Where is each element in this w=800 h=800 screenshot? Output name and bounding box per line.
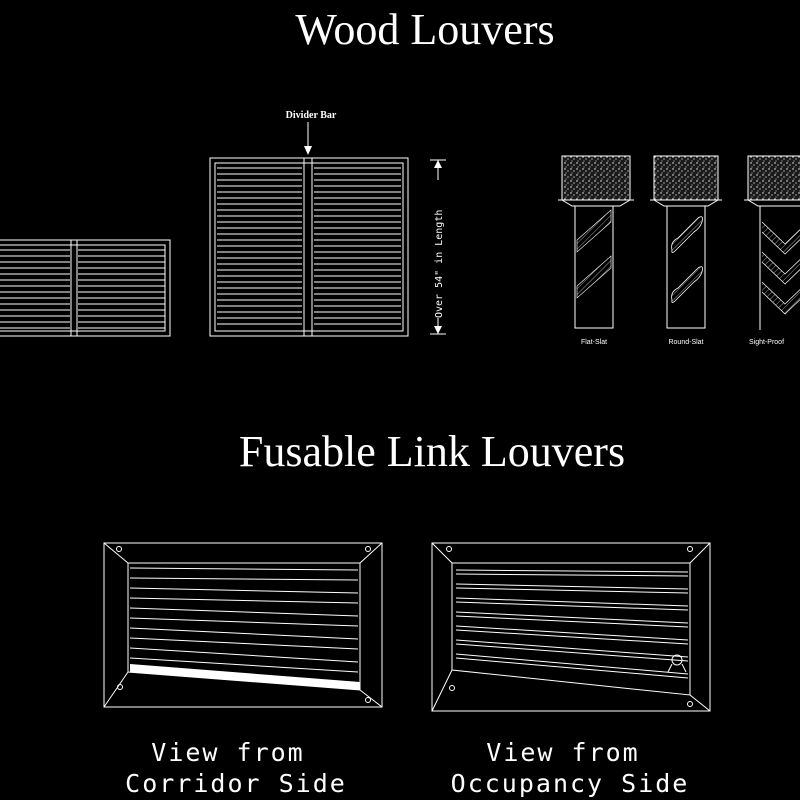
louver-blade bbox=[129, 587, 359, 594]
sight-proof-section bbox=[744, 155, 800, 330]
wood-louver-left bbox=[0, 239, 171, 337]
divider-bar-label: Divider Bar bbox=[286, 110, 337, 121]
louver-blade bbox=[129, 627, 359, 640]
louver-blade bbox=[455, 643, 689, 662]
louver-blade bbox=[455, 629, 689, 645]
fusable-louver-occupancy bbox=[431, 542, 711, 712]
louver-blade bbox=[455, 587, 689, 594]
louver-blade bbox=[129, 607, 359, 617]
corridor-caption-line2: Corridor Side bbox=[125, 769, 347, 798]
sight-proof-label: Sight-Proof bbox=[749, 339, 784, 346]
length-dimension-label: Over 54" in Length bbox=[434, 210, 445, 318]
louver-blade bbox=[129, 657, 359, 673]
divider-arrow bbox=[304, 122, 312, 155]
occupancy-caption-line2: Occupancy Side bbox=[451, 769, 690, 798]
louver-blade bbox=[129, 597, 359, 604]
louver-blade bbox=[455, 615, 689, 628]
wood-louvers-title: Wood Louvers bbox=[295, 5, 554, 54]
wood-louver-tall bbox=[209, 157, 409, 337]
louver-blade bbox=[455, 611, 689, 624]
louver-blade bbox=[455, 653, 689, 675]
louver-blade bbox=[129, 637, 359, 650]
round-slat-section bbox=[650, 155, 722, 329]
louver-blade bbox=[455, 657, 689, 679]
louver-blade bbox=[455, 583, 689, 590]
fusable-louver-corridor bbox=[103, 542, 383, 708]
louver-blade bbox=[455, 569, 689, 573]
louver-blade bbox=[129, 577, 359, 581]
round-slat-label: Round-Slat bbox=[668, 339, 703, 346]
louver-blade bbox=[455, 573, 689, 577]
occupancy-caption-line1: View from bbox=[486, 738, 639, 767]
louver-blade bbox=[455, 625, 689, 641]
louver-blade bbox=[455, 639, 689, 658]
fusable-louvers-title: Fusable Link Louvers bbox=[239, 427, 625, 476]
louver-blade bbox=[129, 567, 359, 571]
flat-slat-label: Flat-Slat bbox=[581, 339, 607, 346]
louver-blade bbox=[129, 617, 359, 627]
fusable-link-icon bbox=[667, 654, 687, 673]
louver-blade bbox=[129, 647, 359, 663]
louver-blade bbox=[455, 597, 689, 607]
corridor-caption-line1: View from bbox=[151, 738, 304, 767]
louver-blade bbox=[455, 601, 689, 611]
flat-slat-section bbox=[558, 155, 634, 329]
